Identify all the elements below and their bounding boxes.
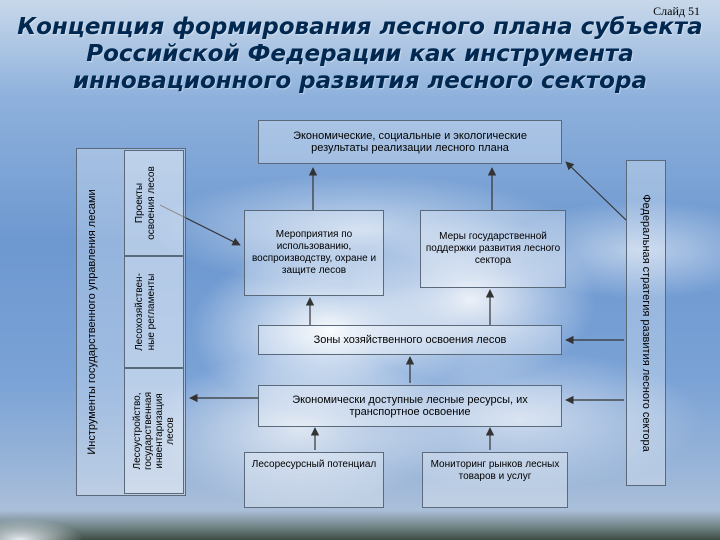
inventory-label: Лесоустройство, государственная инвентар…: [132, 392, 176, 470]
strategy-label-text: Федеральная стратегия развития лесного с…: [640, 194, 652, 452]
regulations-box: [124, 256, 184, 368]
inventory-line-3: инвентаризация: [154, 393, 165, 469]
regulations-line-2: ные регламенты: [146, 273, 157, 351]
arrow-instruments-to-measures: [159, 204, 241, 246]
arrow-strategy-to-results: [565, 161, 627, 221]
regulations-line-1: Лесохозяйствен-: [134, 273, 145, 351]
results-text: Экономические, социальные и экологически…: [293, 130, 527, 154]
forest-silhouette: [0, 510, 720, 540]
measures-use-box: Мероприятия по использованию, воспроизво…: [244, 210, 384, 296]
monitoring-box: Мониторинг рынков лесных товаров и услуг: [422, 452, 568, 508]
title-line-1: Концепция формирования лесного плана суб…: [17, 14, 703, 40]
slide-title: Концепция формирования лесного плана суб…: [0, 14, 720, 95]
results-box: Экономические, социальные и экологически…: [258, 120, 562, 164]
instruments-label-text: Инструменты государственного управления …: [86, 189, 98, 455]
state-support-box: Меры государственной поддержки развития …: [420, 210, 566, 288]
projects-line-1: Проекты: [134, 182, 145, 224]
monitoring-text: Мониторинг рынков лесных товаров и услуг: [430, 459, 560, 482]
measures-use-text: Мероприятия по использованию, воспроизво…: [251, 229, 377, 276]
inventory-line-4: лесов: [165, 417, 176, 445]
snowy-tree: [0, 500, 90, 540]
instruments-panel: [76, 148, 186, 496]
potential-text: Лесоресурсный потенциал: [251, 459, 377, 470]
projects-box: [124, 150, 184, 256]
instruments-label: Инструменты государственного управления …: [86, 189, 98, 454]
strategy-panel: [626, 160, 666, 486]
zones-text: Зоны хозяйственного освоения лесов: [313, 334, 507, 346]
regulations-label: Лесохозяйствен- ные регламенты: [134, 273, 158, 351]
title-line-3: инновационного развития лесного сектора: [73, 68, 647, 94]
potential-box: Лесоресурсный потенциал: [244, 452, 384, 508]
zones-box: Зоны хозяйственного освоения лесов: [258, 325, 562, 355]
projects-label: Проекты освоения лесов: [134, 166, 158, 240]
projects-line-2: освоения лесов: [146, 166, 157, 240]
inventory-line-2: государственная: [143, 392, 154, 470]
slide-number: Слайд 51: [653, 4, 700, 18]
inventory-line-1: Лесоустройство,: [132, 392, 143, 470]
title-line-2: Российской Федерации как инструмента: [86, 41, 634, 67]
inventory-box: [124, 368, 184, 494]
resources-text: Экономически доступные лесные ресурсы, и…: [292, 394, 528, 418]
strategy-label: Федеральная стратегия развития лесного с…: [640, 194, 652, 451]
state-support-text: Меры государственной поддержки развития …: [425, 231, 561, 266]
resources-box: Экономически доступные лесные ресурсы, и…: [258, 385, 562, 427]
